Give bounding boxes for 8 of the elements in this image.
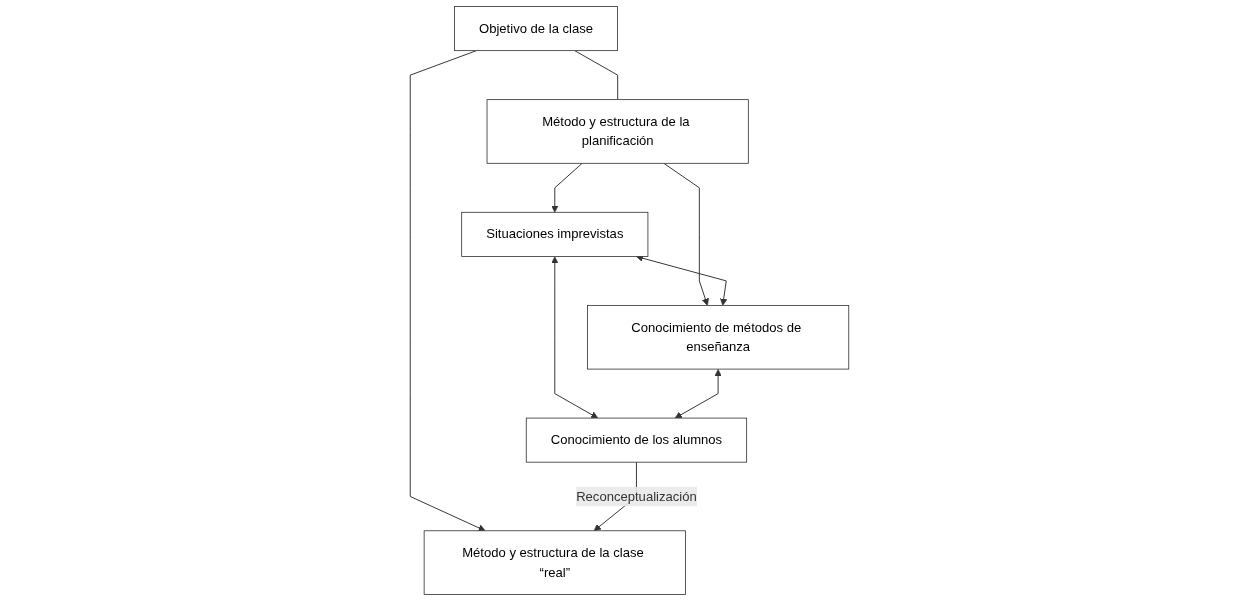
node-box: Objetivo de la clase — [454, 6, 618, 52]
node-box: Conocimiento de métodos de enseñanza — [587, 305, 850, 370]
node-box: Conocimiento de los alumnos — [525, 417, 748, 463]
edge-label: Reconceptualización — [576, 489, 697, 504]
node-box: Situaciones imprevistas — [461, 211, 649, 257]
node-box: Método y estructura de la planificación — [486, 99, 749, 164]
node-box: Método y estructura de la clase “real” — [423, 530, 686, 595]
connector — [574, 50, 619, 101]
